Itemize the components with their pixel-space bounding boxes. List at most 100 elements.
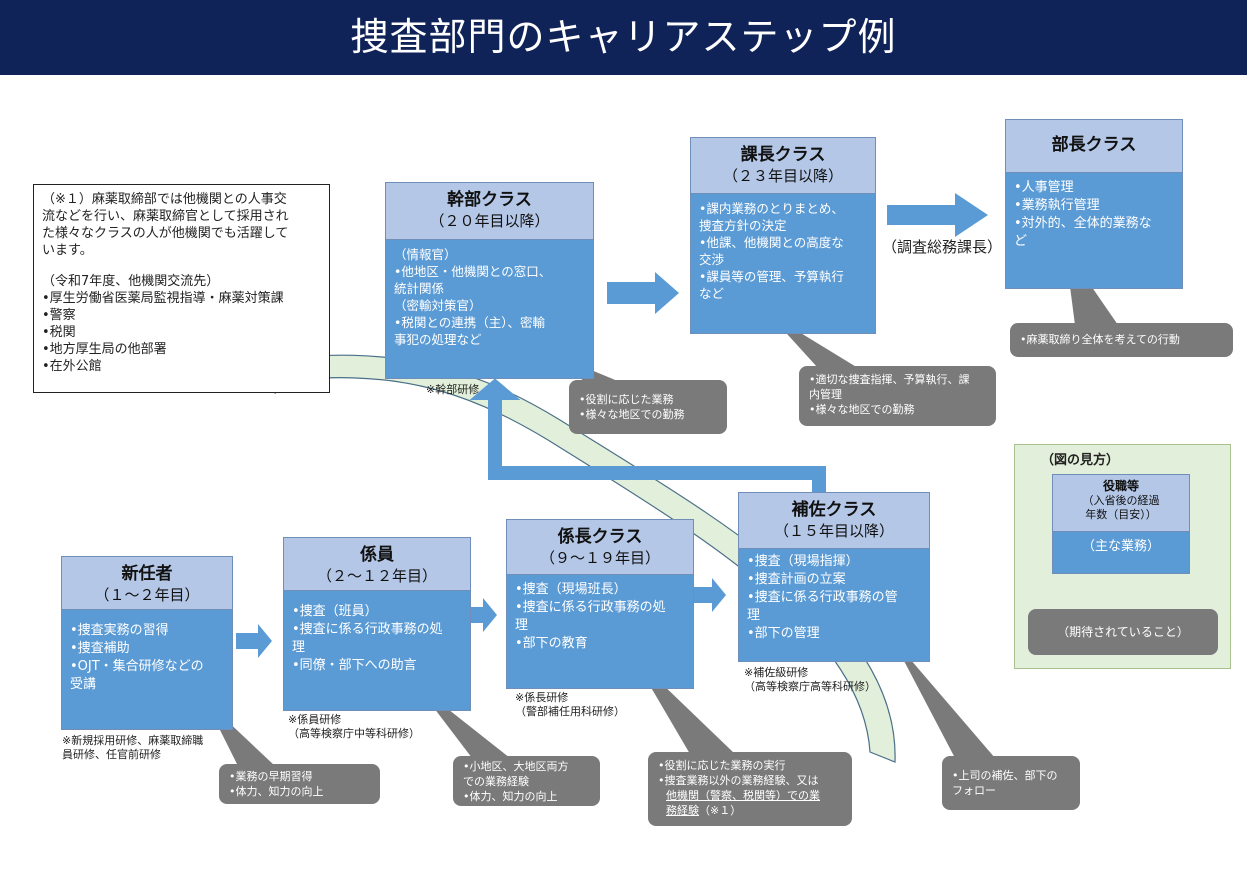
arrow-kacho-to-bucho (887, 193, 988, 237)
card-body: （情報官） •他地区・他機関との窓口、 統計関係 （密輸対策官） •税関との連携… (386, 240, 593, 354)
card-subtitle: （９～１９年目） (539, 549, 660, 567)
underlined-text: 務経験 (666, 804, 699, 817)
note-line: （警部補任用科研修） (515, 705, 625, 718)
card-kakarin: 係員 （２～１２年目） •捜査（班員） •捜査に係る行政事務の処 理 •同僚・部… (283, 537, 471, 711)
info-line: （※１）麻薬取締部では他機関との人事交 (42, 192, 287, 207)
arrow-kakarin-to-kakaricho (470, 598, 497, 632)
bubble-legend: （期待されていること） (1028, 609, 1218, 655)
info-line: •厚生労働省医薬局監視指導・麻薬対策課 (42, 291, 284, 306)
card-item: •同僚・部下への助言 (292, 658, 417, 673)
note-line: ※幹部研修 (426, 383, 480, 396)
note-line: 員研修、任官前研修 (62, 748, 161, 761)
card-hosa: 補佐クラス （１５年目以降） •捜査（現場指揮） •捜査計画の立案 •捜査に係る… (738, 492, 930, 662)
arrow-kakaricho-to-hosa (694, 578, 726, 612)
bubble-line: •体力、知力の向上 (463, 790, 558, 803)
card-header: 補佐クラス （１５年目以降） (739, 493, 929, 549)
card-title: 係長クラス (557, 527, 643, 547)
bubble-hosa: •上司の補佐、部下の フォロー (942, 756, 1080, 810)
card-title: 補佐クラス (791, 500, 877, 520)
bubble-line: での業務経験 (463, 775, 529, 788)
note-line: （高等検察庁中等科研修） (288, 727, 420, 740)
bubble-kanbu: •役割に応じた業務 •様々な地区での勤務 (569, 380, 727, 434)
bubble-line: •適切な捜査指揮、予算執行、課 (809, 373, 970, 386)
card-kacho: 課長クラス （２３年目以降） •課内業務のとりまとめ、 捜査方針の決定 •他課、… (690, 137, 876, 334)
note-kakaricho: ※係長研修 （警部補任用科研修） (515, 691, 625, 719)
card-bucho: 部長クラス •人事管理 •業務執行管理 •対外的、全体的業務な ど (1005, 119, 1183, 289)
card-item: •業務執行管理 (1014, 198, 1100, 213)
legend-sample-card: 役職等 （入省後の経過 年数（目安）） （主な業務） (1052, 474, 1190, 574)
card-item: 理 (515, 618, 529, 633)
legend-card-sub2: 年数（目安）） (1085, 508, 1157, 521)
legend-title: （図の見方） (1041, 453, 1120, 468)
card-item: •課内業務のとりまとめ、 (699, 201, 844, 216)
info-line: •地方厚生局の他部署 (42, 342, 167, 357)
note-kanbu: ※幹部研修 (426, 383, 479, 397)
bubble-line: フォロー (952, 784, 996, 797)
card-body: •捜査（現場指揮） •捜査計画の立案 •捜査に係る行政事務の管 理 •部下の管理 (739, 549, 929, 649)
card-item: •捜査補助 (70, 641, 130, 656)
bubble-kacho: •適切な捜査指揮、予算執行、課 内管理 •様々な地区での勤務 (799, 366, 996, 426)
card-item: •部下の教育 (515, 636, 588, 651)
bubble-line: •様々な地区での勤務 (579, 408, 685, 421)
card-subtitle: （２３年目以降） (722, 167, 843, 185)
card-item: •捜査に係る行政事務の処 (292, 622, 443, 637)
legend-card-header: 役職等 （入省後の経過 年数（目安）） (1053, 475, 1189, 532)
card-title: 新任者 (121, 564, 173, 584)
card-item: •捜査（班員） (292, 604, 378, 619)
bubble-line: •様々な地区での勤務 (809, 403, 915, 416)
card-header: 課長クラス （２３年目以降） (691, 138, 875, 194)
bubble-tail-hosa (892, 638, 995, 758)
card-header: 幹部クラス （２０年目以降） (386, 183, 593, 240)
bubble-line-underlined: 務経験（※１） (658, 803, 842, 818)
page-title: 捜査部門のキャリアステップ例 (350, 15, 897, 59)
bubble-line: •小地区、大地区両方 (463, 760, 569, 773)
card-header: 部長クラス (1006, 120, 1182, 173)
bubble-line: •麻薬取締り全体を考えての行動 (1020, 333, 1180, 346)
card-item: •捜査に係る行政事務の処 (515, 600, 666, 615)
card-item: 統計関係 (394, 281, 445, 296)
card-item: （情報官） (394, 247, 457, 262)
bubble-shinnin: •業務の早期習得 •体力、知力の向上 (219, 764, 380, 804)
bubble-kakaricho: •役割に応じた業務の実行 •捜査業務以外の業務経験、又は 他機関（警察、税関等）… (648, 752, 852, 826)
info-line: （令和7年度、他機関交流先） (42, 274, 220, 289)
note-hosa: ※補佐級研修 （高等検察庁高等科研修） (744, 666, 876, 694)
bubble-line: •体力、知力の向上 (229, 785, 324, 798)
card-shinnin: 新任者 （１～２年目） •捜査実務の習得 •捜査補助 •OJT・集合研修などの … (61, 556, 233, 730)
card-header: 新任者 （１～２年目） (62, 557, 232, 610)
card-body: •捜査実務の習得 •捜査補助 •OJT・集合研修などの 受講 (62, 610, 232, 700)
note-shinnin: ※新規採用研修、麻薬取締職 員研修、任官前研修 (62, 734, 203, 762)
bubble-line-underlined: 他機関（警察、税関等）での業 (658, 788, 842, 803)
note-line: （高等検察庁高等科研修） (744, 680, 876, 693)
card-item: 交渉 (699, 252, 725, 267)
info-line: 流などを行い、麻薬取締官として採用され (42, 209, 289, 224)
card-item: •部下の管理 (747, 626, 820, 641)
card-item: •他地区・他機関との窓口、 (394, 264, 552, 279)
card-item: 捜査方針の決定 (699, 218, 787, 233)
note-kakarin: ※係員研修 （高等検察庁中等科研修） (288, 713, 420, 741)
card-body: •捜査（班員） •捜査に係る行政事務の処 理 •同僚・部下への助言 (284, 591, 470, 681)
arrow-label-chosa: （調査総務課長） (882, 238, 1003, 256)
card-item: 事犯の処理など (394, 332, 482, 347)
underlined-text: 他機関（警察、税関等）での業 (666, 789, 820, 802)
card-kakaricho: 係長クラス （９～１９年目） •捜査（現場班長） •捜査に係る行政事務の処 理 … (506, 519, 694, 689)
info-box-exchange: （※１）麻薬取締部では他機関との人事交 流などを行い、麻薬取締官として採用され … (33, 184, 330, 393)
card-item: 受講 (70, 677, 97, 692)
card-item: •捜査実務の習得 (70, 623, 169, 638)
info-line (42, 259, 321, 273)
card-item: （密輸対策官） (394, 298, 482, 313)
bubble-line: •業務の早期習得 (229, 770, 313, 783)
card-item: •課員等の管理、予算執行 (699, 269, 844, 284)
bubble-line: •上司の補佐、部下の (952, 769, 1058, 782)
arrow-kanbu-to-kacho (607, 272, 679, 314)
note-line: ※補佐級研修 (744, 666, 809, 679)
card-subtitle: （２０年目以降） (429, 212, 550, 230)
card-item: •OJT・集合研修などの (70, 659, 204, 674)
card-item: •捜査（現場指揮） (747, 554, 859, 569)
card-item: •他課、他機関との高度な (699, 235, 844, 250)
card-item: •捜査に係る行政事務の管 (747, 590, 898, 605)
card-item: •人事管理 (1014, 180, 1074, 195)
bubble-line: •役割に応じた業務の実行 (658, 759, 786, 772)
legend-card-body: （主な業務） (1081, 539, 1160, 554)
card-kanbu: 幹部クラス （２０年目以降） （情報官） •他地区・他機関との窓口、 統計関係 … (385, 182, 594, 379)
card-item: 理 (747, 608, 761, 623)
